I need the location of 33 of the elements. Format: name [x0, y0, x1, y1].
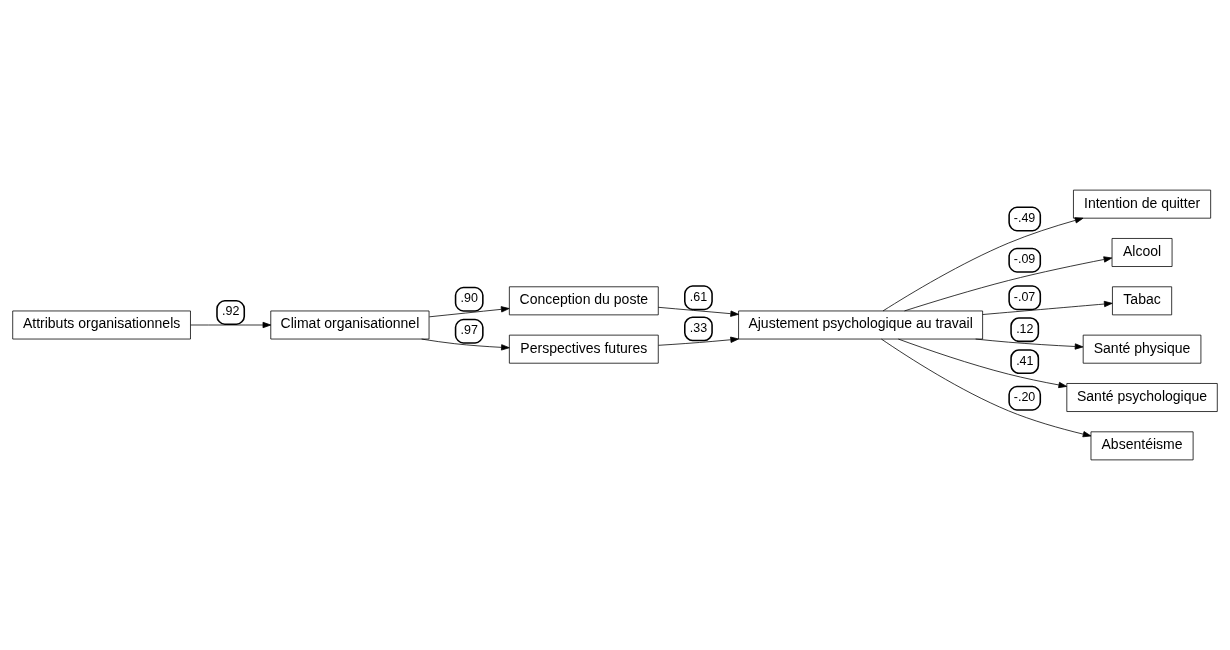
node-box: Ajustement psychologique au travail — [738, 310, 983, 340]
edge-label: -.07 — [1013, 289, 1036, 304]
edge-label: .61 — [689, 289, 708, 304]
arrow — [982, 300, 1113, 315]
arrow — [657, 306, 739, 317]
edge-label: -.20 — [1013, 390, 1036, 405]
node-box: Santé physique — [1082, 334, 1202, 364]
arrow — [190, 321, 272, 329]
edge-label: .92 — [222, 304, 240, 319]
arrow — [428, 306, 510, 318]
node-box: Climat organisationnel — [270, 310, 430, 340]
edge-label: .41 — [1016, 353, 1034, 368]
edge-label: .12 — [1016, 321, 1034, 336]
node-box: Santé psychologique — [1066, 383, 1218, 412]
arrow — [975, 338, 1084, 350]
arrow — [898, 338, 1068, 389]
edge-label: .97 — [460, 323, 478, 338]
edge-label: .33 — [689, 320, 708, 335]
arrow — [882, 217, 1084, 312]
arrow — [904, 256, 1113, 312]
node-box: Attributs organisationnels — [12, 310, 191, 340]
edge-label: -.09 — [1013, 252, 1036, 267]
node-box: Absentéisme — [1090, 431, 1194, 461]
node-box: Perspectives futures — [508, 334, 659, 364]
edge-label: .90 — [460, 291, 478, 306]
arrow — [881, 338, 1092, 438]
node-box: Intention de quitter — [1073, 189, 1212, 219]
node-box: Tabac — [1112, 286, 1173, 316]
edge-label: -.49 — [1013, 210, 1036, 225]
arrow — [658, 336, 739, 346]
node-box: Conception du poste — [508, 286, 659, 316]
arrow — [421, 338, 510, 351]
node-box: Alcool — [1111, 238, 1173, 267]
